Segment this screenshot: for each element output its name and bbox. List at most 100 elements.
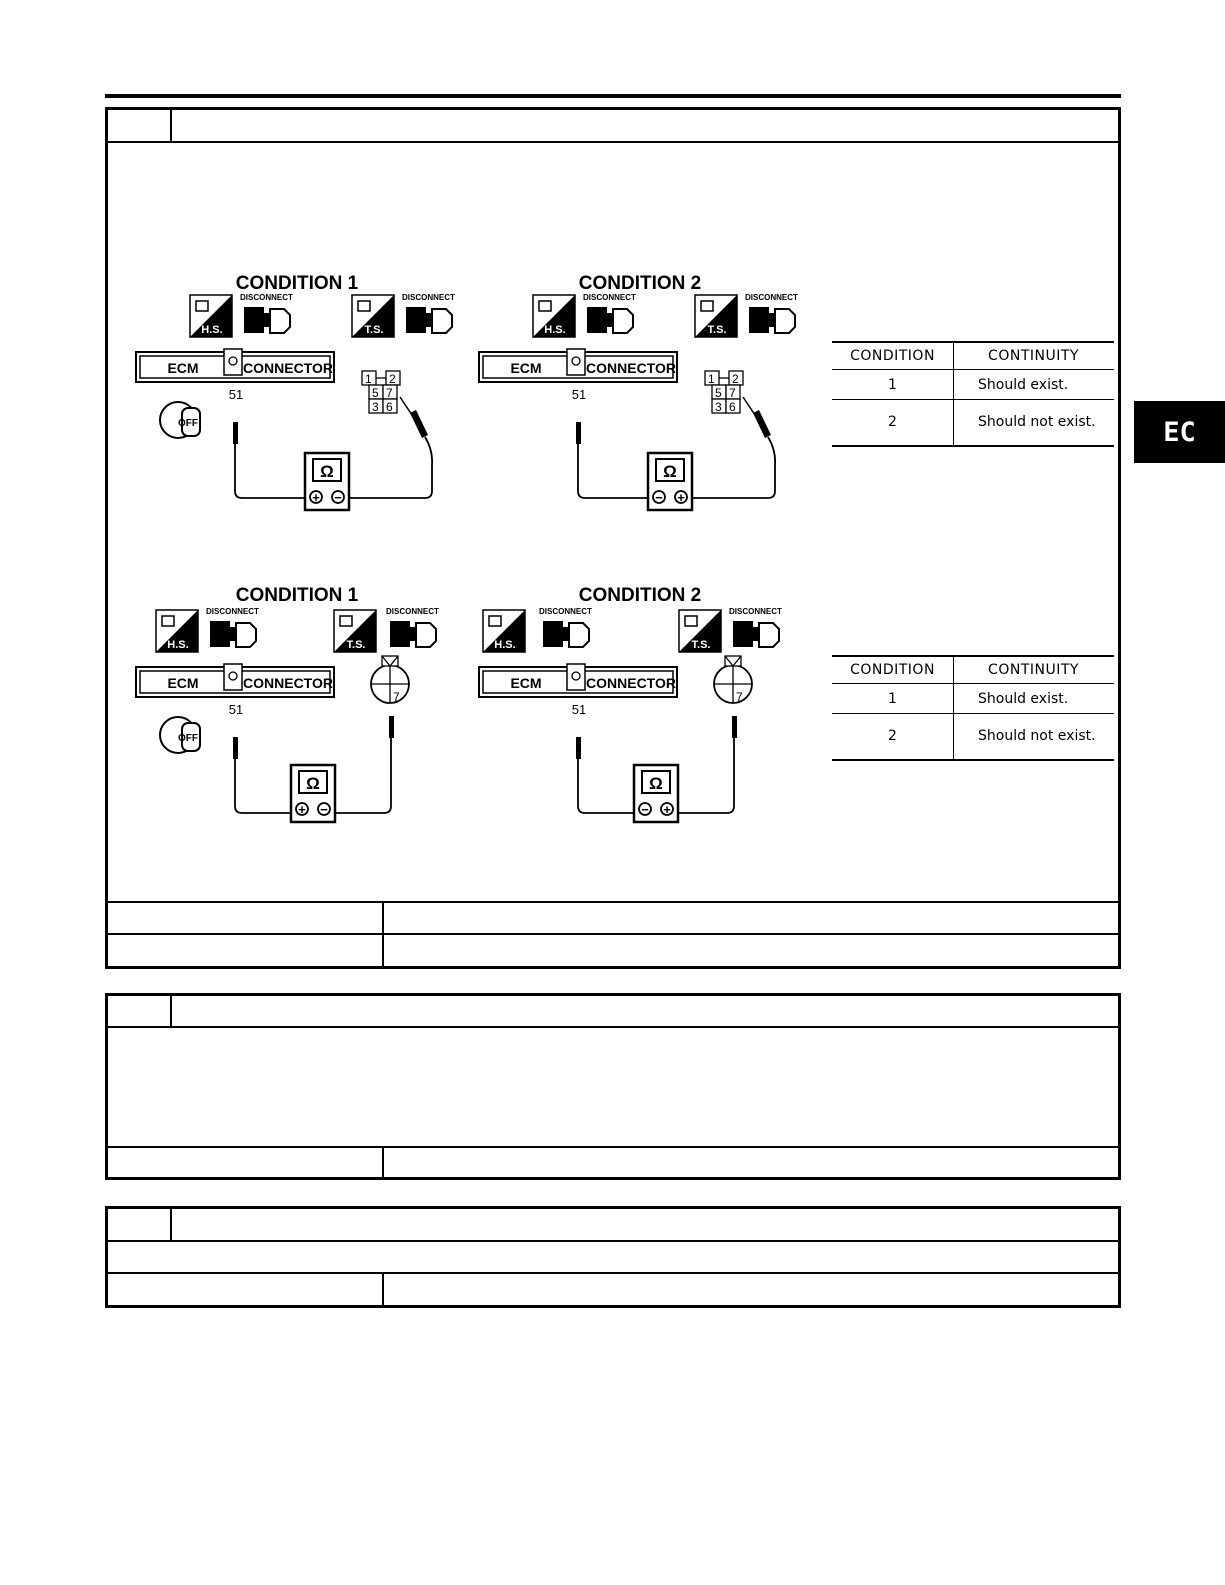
ecm-connector: ECM CONNECTOR [478,663,678,698]
table-row: 1 Should exist. [832,683,1114,714]
round-terminal: 7 [370,655,410,704]
result-col-divider-1 [382,902,384,967]
svg-text:CONNECTOR: CONNECTOR [586,360,676,376]
svg-text:+: + [298,802,306,817]
terminal-grid: 1 2 5 7 3 6 [361,370,401,414]
condition-title: CONDITION 2 [579,273,701,294]
svg-text:Ω: Ω [320,462,334,481]
pin-label: 51 [229,387,243,402]
ohmmeter: Ω + − [289,763,337,824]
svg-text:−: − [655,490,663,505]
svg-text:DISCONNECT: DISCONNECT [539,607,592,616]
svg-text:DISCONNECT: DISCONNECT [729,607,782,616]
condition-title: CONDITION 1 [236,273,359,294]
ignition-key-off-icon: OFF [159,401,201,439]
terminal-grid: 1 2 5 7 3 6 [704,370,744,414]
hs-icon: H.S. [482,609,526,653]
condition-title: CONDITION 2 [579,585,701,606]
table-row: 2 Should not exist. [832,713,1114,761]
table-row: 2 Should not exist. [832,399,1114,447]
ohmmeter: Ω − + [632,763,680,824]
ts-icon: T.S. [333,609,377,653]
step-number-cell-divider-3 [170,1208,172,1241]
result-col-divider-2 [382,1147,384,1178]
svg-text:6: 6 [729,400,736,414]
condition-2-diagram: CONDITION 2 H.S. DISCONNECT T.S. DISCONN… [478,273,798,512]
svg-text:Ω: Ω [663,462,677,481]
step-header-divider-2 [107,1026,1119,1028]
svg-text:Ω: Ω [649,774,663,793]
svg-text:T.S.: T.S. [708,324,727,336]
svg-text:DISCONNECT: DISCONNECT [745,293,798,302]
step-box-1 [105,107,1121,969]
svg-text:H.S.: H.S. [544,324,565,336]
ecm-connector: ECM CONNECTOR [135,663,335,698]
disconnect-icon: DISCONNECT [539,607,592,648]
svg-text:1: 1 [365,372,372,386]
svg-text:DISCONNECT: DISCONNECT [583,293,636,302]
ohmmeter: Ω + − [303,451,351,512]
svg-text:OFF: OFF [178,733,198,744]
svg-text:5: 5 [715,386,722,400]
svg-text:7: 7 [736,690,743,704]
disconnect-icon: DISCONNECT [386,607,439,648]
diagram-set-2: CONDITION 1 H.S. DISCONNECT T.S. DISCONN… [135,585,782,824]
ecm-connector: ECM CONNECTOR [478,348,678,383]
svg-text:H.S.: H.S. [167,639,188,651]
step-number-cell-divider-1 [170,109,172,142]
ts-icon: T.S. [694,294,738,338]
svg-text:7: 7 [393,690,400,704]
svg-text:+: + [663,802,671,817]
svg-text:ECM: ECM [167,360,198,376]
svg-text:CONNECTOR: CONNECTOR [243,360,333,376]
svg-text:T.S.: T.S. [347,639,366,651]
hs-icon: H.S. [155,609,199,653]
svg-text:DISCONNECT: DISCONNECT [402,293,455,302]
table-header: CONDITION [832,655,954,684]
svg-text:CONNECTOR: CONNECTOR [586,675,676,691]
svg-text:DISCONNECT: DISCONNECT [386,607,439,616]
svg-text:−: − [641,802,649,817]
svg-text:H.S.: H.S. [494,639,515,651]
svg-text:T.S.: T.S. [365,324,384,336]
pin-label: 51 [229,702,243,717]
svg-text:Ω: Ω [306,774,320,793]
result-row-divider-2 [107,1146,1119,1148]
disconnect-icon: DISCONNECT [583,293,636,334]
ecm-connector: ECM CONNECTOR [135,348,335,383]
ts-icon: T.S. [351,294,395,338]
diagram-set-1: CONDITION 1 H.S. DISCONNECT T.S. DISCONN… [135,273,798,512]
disconnect-icon: DISCONNECT [206,607,259,648]
step-box-2 [105,993,1121,1180]
step-header-divider-1 [107,141,1119,143]
svg-text:5: 5 [372,386,379,400]
svg-text:DISCONNECT: DISCONNECT [240,293,293,302]
step-box-3 [105,1206,1121,1308]
disconnect-icon: DISCONNECT [240,293,293,334]
svg-text:DISCONNECT: DISCONNECT [206,607,259,616]
ohmmeter: Ω − + [646,451,694,512]
ignition-key-off-icon: OFF [159,716,201,754]
result-row-divider-1a [107,901,1119,903]
svg-text:OFF: OFF [178,418,198,429]
svg-text:7: 7 [729,386,736,400]
step-number-cell-divider-2 [170,995,172,1027]
svg-text:ECM: ECM [167,675,198,691]
ts-icon: T.S. [678,609,722,653]
continuity-table-2: CONDITION CONTINUITY 1 Should exist. 2 S… [832,655,1114,761]
svg-text:−: − [320,802,328,817]
continuity-table-1: CONDITION CONTINUITY 1 Should exist. 2 S… [832,341,1114,447]
svg-text:CONNECTOR: CONNECTOR [243,675,333,691]
svg-text:H.S.: H.S. [201,324,222,336]
svg-text:−: − [334,490,342,505]
svg-text:2: 2 [389,372,396,386]
result-col-divider-3 [382,1273,384,1306]
disconnect-icon: DISCONNECT [729,607,782,648]
section-tab: EC [1134,401,1225,463]
svg-text:ECM: ECM [510,675,541,691]
svg-text:1: 1 [708,372,715,386]
table-header: CONTINUITY [953,341,1114,370]
table-header: CONTINUITY [953,655,1114,684]
disconnect-icon: DISCONNECT [745,293,798,334]
disconnect-icon: DISCONNECT [402,293,455,334]
